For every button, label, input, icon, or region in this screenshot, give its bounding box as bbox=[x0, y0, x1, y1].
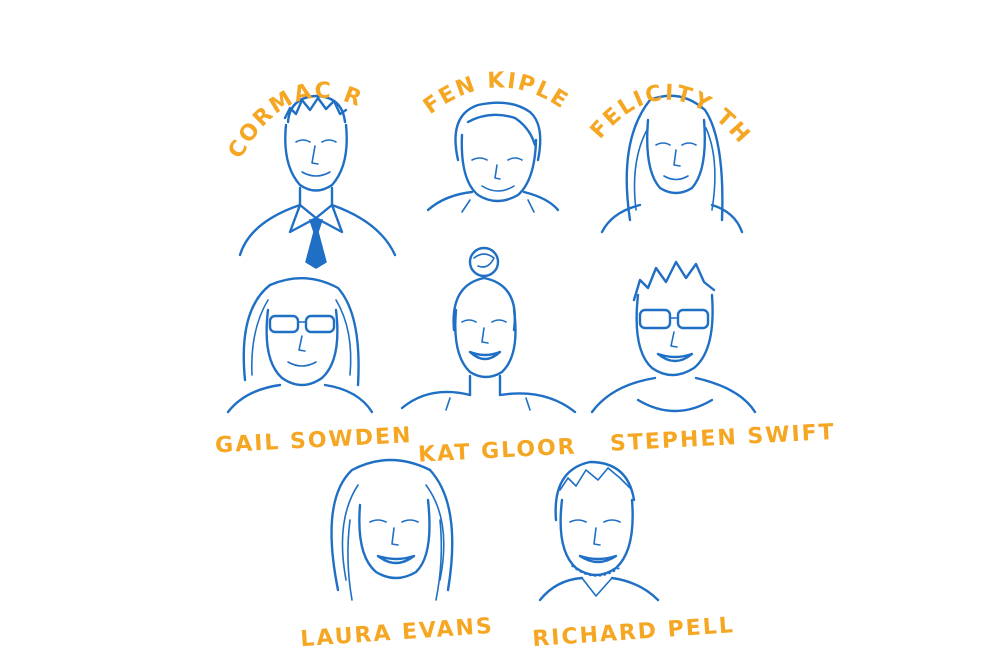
portrait-richard-pell: RICHARD PELL bbox=[532, 460, 736, 652]
portrait-stephen-swift: STEPHEN SWIFT bbox=[590, 260, 836, 457]
portrait-laura-evans: LAURA EVANS bbox=[300, 458, 495, 652]
face-sketch bbox=[600, 94, 744, 234]
face-sketch bbox=[426, 101, 560, 213]
face-sketch bbox=[590, 260, 757, 414]
face-sketch bbox=[226, 276, 374, 414]
name-label: CORMAC RYAN bbox=[0, 0, 365, 163]
face-sketch bbox=[400, 246, 577, 414]
portrait-kat-gloor: KAT GLOOR bbox=[400, 246, 578, 468]
name-label: RICHARD PELL bbox=[532, 613, 736, 652]
portrait-felicity-thow: FELICITY THOW bbox=[0, 0, 756, 234]
name-label: LAURA EVANS bbox=[300, 614, 495, 652]
face-sketch bbox=[330, 458, 454, 601]
name-label: KAT GLOOR bbox=[418, 434, 578, 467]
name-label: GAIL SOWDEN bbox=[215, 423, 414, 458]
name-label: STEPHEN SWIFT bbox=[609, 420, 836, 457]
name-label: FELICITY THOW bbox=[0, 0, 756, 149]
face-sketch bbox=[538, 460, 660, 602]
face-sketch bbox=[238, 94, 397, 269]
portrait-gail-sowden: GAIL SOWDEN bbox=[215, 276, 414, 458]
portrait-cormac-ryan: CORMAC RYAN bbox=[0, 0, 397, 269]
